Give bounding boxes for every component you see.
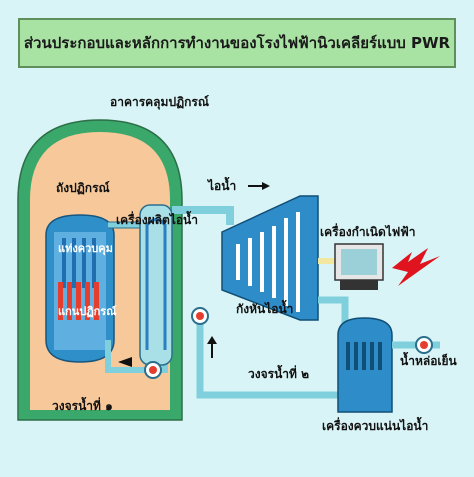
turbine-shaft	[318, 258, 338, 264]
secondary-loop-label: วงจรน้ำที่ ๒	[248, 367, 310, 381]
steam-line	[172, 206, 234, 225]
cooling-pump-core	[420, 341, 428, 349]
steam-generator	[139, 204, 173, 366]
condenser-label: เครื่องควบแน่นไอน้ำ	[322, 419, 429, 433]
secondary-loop-pipes	[196, 296, 350, 399]
steam-label: ไอน้ำ	[208, 179, 237, 193]
turbine-blades	[236, 212, 300, 312]
containment-label: อาคารคลุมปฏิกรณ์	[110, 95, 209, 109]
generator-stand	[340, 280, 378, 290]
reactor-vessel-label: ถังปฏิกรณ์	[56, 181, 110, 195]
steam-generator-tubes	[145, 218, 167, 350]
control-rods	[62, 238, 96, 288]
turbine	[221, 195, 319, 321]
reactor-core-label: แกนปฏิกรณ์	[58, 305, 117, 318]
control-rods-label: แท่งควบคุม	[58, 242, 113, 255]
primary-loop-label: วงจรน้ำที่ ๑	[52, 399, 113, 413]
primary-pump-core	[149, 366, 157, 374]
lightning-bolt-icon	[392, 248, 440, 286]
secondary-flow-arrow-icon	[207, 336, 217, 358]
condenser-coils	[346, 342, 382, 370]
secondary-pump-core	[196, 312, 204, 320]
generator-screen	[341, 249, 377, 275]
cooling-water-label: น้ำหล่อเย็น	[400, 354, 457, 368]
turbine-label: กังหันไอน้ำ	[236, 302, 294, 316]
title-bar: ส่วนประกอบและหลักการทำงานของโรงไฟฟ้านิวเ…	[18, 18, 456, 68]
primary-flow-arrow-icon	[118, 357, 132, 367]
steam-generator-label: เครื่องผลิตไอน้ำ	[116, 213, 199, 227]
generator-label: เครื่องกำเนิดไฟฟ้า	[320, 225, 416, 239]
steam-arrow-icon	[248, 182, 270, 190]
page-title: ส่วนประกอบและหลักการทำงานของโรงไฟฟ้านิวเ…	[23, 34, 451, 52]
reactor-core-fuel	[58, 282, 99, 320]
